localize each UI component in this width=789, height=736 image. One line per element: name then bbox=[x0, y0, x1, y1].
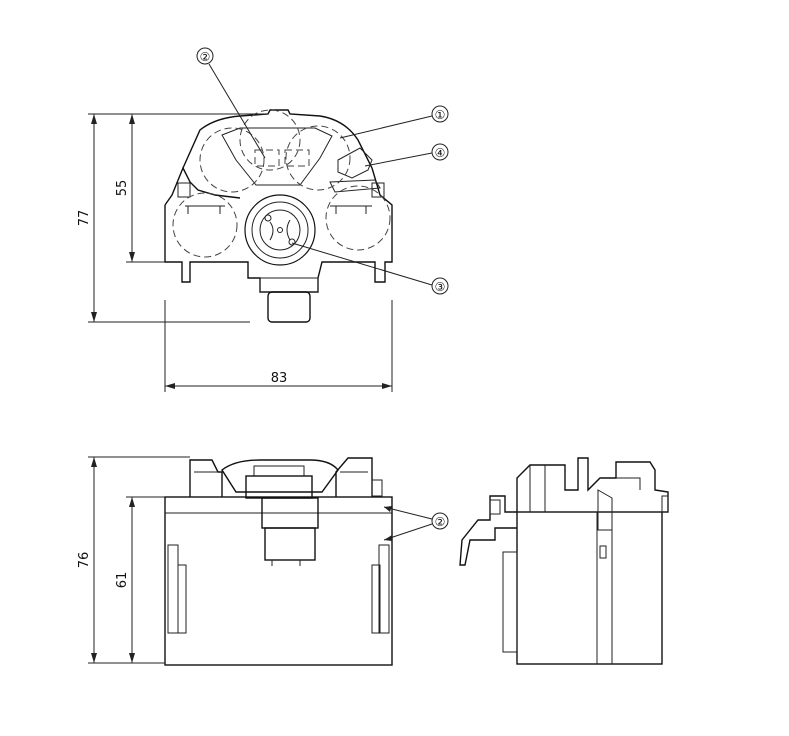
callout-2-top-label: ② bbox=[200, 50, 211, 64]
arrow-76-top bbox=[91, 457, 97, 467]
dim-83-label: 83 bbox=[271, 371, 288, 386]
pin-b bbox=[288, 238, 296, 246]
front-cylinder-lower bbox=[264, 527, 316, 561]
cylinder-lower bbox=[259, 277, 319, 293]
side-hook-tab bbox=[489, 499, 501, 515]
front-left-side-outer bbox=[167, 544, 179, 634]
front-top-frame bbox=[189, 457, 373, 497]
pin-center bbox=[277, 227, 283, 233]
front-left-side-inner bbox=[177, 564, 187, 634]
front-view bbox=[164, 457, 393, 666]
front-cap-mid bbox=[245, 475, 313, 499]
side-latch bbox=[597, 489, 613, 531]
front-cup bbox=[221, 459, 339, 493]
side-left-panel bbox=[502, 551, 518, 653]
dashed-circle-upper-mid bbox=[239, 109, 301, 171]
front-pins bbox=[271, 560, 301, 566]
leader-2-top bbox=[208, 63, 266, 159]
connector-outer-ring bbox=[244, 194, 316, 266]
top-view-dimensions: 83 77 55 bbox=[77, 113, 393, 392]
top-view bbox=[164, 109, 393, 323]
arrow-55-bottom bbox=[129, 252, 135, 262]
top-view-callouts: ② ① ④ ③ bbox=[196, 47, 449, 295]
right-tab bbox=[371, 182, 385, 198]
left-tab bbox=[177, 182, 191, 198]
left-clip bbox=[185, 205, 225, 214]
arrow-2-front-b bbox=[384, 535, 392, 541]
dim-77-label: 77 bbox=[77, 210, 92, 227]
dim-61-label: 61 bbox=[115, 572, 130, 589]
callout-2-front-circle bbox=[431, 512, 449, 530]
arrow-2-front-a bbox=[384, 506, 392, 512]
pin-slots bbox=[269, 219, 291, 241]
front-view-dimensions: 76 61 bbox=[77, 456, 190, 664]
front-right-tab bbox=[371, 479, 383, 497]
leader-4 bbox=[364, 152, 433, 167]
arrow-83-right bbox=[382, 383, 392, 389]
top-arch-outline bbox=[182, 109, 373, 169]
top-left-side bbox=[164, 166, 241, 206]
right-clip bbox=[330, 205, 372, 214]
leader-3 bbox=[291, 242, 433, 286]
leader-2-front-a bbox=[383, 506, 433, 520]
cylinder-bottom bbox=[267, 291, 311, 323]
side-right-tab bbox=[661, 495, 669, 513]
callout-2-top-circle bbox=[196, 47, 214, 65]
dim-55-label: 55 bbox=[115, 180, 130, 197]
side-top-step bbox=[616, 477, 641, 490]
callout-2-front-label: ② bbox=[435, 515, 446, 529]
connector-mid-ring bbox=[251, 201, 309, 259]
side-left-hook bbox=[459, 495, 517, 566]
arrow-76-bottom bbox=[91, 653, 97, 663]
side-body bbox=[516, 511, 663, 665]
connector-inner-ring bbox=[259, 209, 301, 251]
dashed-circle-left bbox=[172, 192, 238, 258]
callout-3-label: ③ bbox=[435, 280, 446, 294]
front-right-side-outer bbox=[378, 544, 390, 634]
dashed-rect-right bbox=[284, 149, 310, 167]
arrow-61-top bbox=[129, 497, 135, 507]
callout-1-label: ① bbox=[435, 108, 446, 122]
top-arch-inner bbox=[221, 127, 333, 186]
callout-1-circle bbox=[431, 105, 449, 123]
arrow-55-top bbox=[129, 114, 135, 124]
leader-1 bbox=[339, 115, 433, 139]
dim-76-label: 76 bbox=[77, 552, 92, 569]
arrow-77-top bbox=[91, 114, 97, 124]
arrow-83-left bbox=[165, 383, 175, 389]
side-top-profile bbox=[516, 457, 669, 513]
arrow-77-bottom bbox=[91, 312, 97, 322]
front-view-callouts: ② bbox=[383, 506, 449, 541]
callout-3-circle bbox=[431, 277, 449, 295]
front-right-side-inner bbox=[371, 564, 381, 634]
dashed-circle-upper-right bbox=[285, 125, 351, 191]
callout-4-label: ④ bbox=[435, 146, 446, 160]
side-top-lines bbox=[529, 465, 546, 512]
arrow-61-bottom bbox=[129, 653, 135, 663]
pin-a bbox=[264, 214, 272, 222]
dashed-circle-right bbox=[325, 185, 391, 251]
latch-4 bbox=[329, 147, 381, 193]
side-view bbox=[459, 457, 669, 665]
front-body bbox=[164, 496, 393, 666]
dashed-rect-left bbox=[254, 149, 280, 167]
front-cap-top bbox=[253, 465, 305, 477]
side-small-window bbox=[599, 545, 607, 559]
dashed-circle-upper-left bbox=[199, 127, 265, 193]
callout-4-circle bbox=[431, 143, 449, 161]
